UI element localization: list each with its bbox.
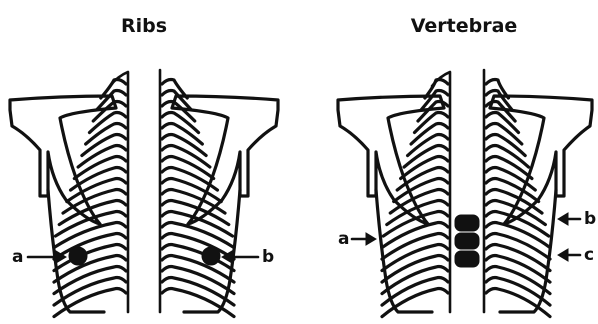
arrowhead-a	[366, 233, 376, 245]
rib-stroke	[486, 113, 518, 133]
vertebrae-panel: Vertebrae a b c	[338, 15, 596, 317]
rib-stroke	[97, 91, 126, 110]
rib-stroke	[415, 113, 448, 133]
label-b: b	[584, 209, 596, 229]
vertebrae-title: Vertebrae	[411, 15, 518, 37]
arrowhead-b	[558, 213, 568, 225]
label-b: b	[262, 247, 274, 267]
vertebra-lesion-1	[455, 215, 479, 231]
arrowhead-c	[558, 249, 568, 261]
label-c: c	[584, 245, 594, 265]
ribs-panel: Ribs a b	[10, 15, 278, 317]
vertebra-lesion-2	[455, 233, 479, 249]
vertebra-lesion-3	[455, 251, 479, 267]
label-a: a	[338, 229, 349, 249]
lesion-marker-b	[202, 247, 220, 265]
lesion-marker-a	[69, 247, 87, 265]
label-a: a	[12, 247, 23, 267]
ribs-title: Ribs	[121, 15, 167, 37]
rib-stroke	[162, 91, 191, 110]
